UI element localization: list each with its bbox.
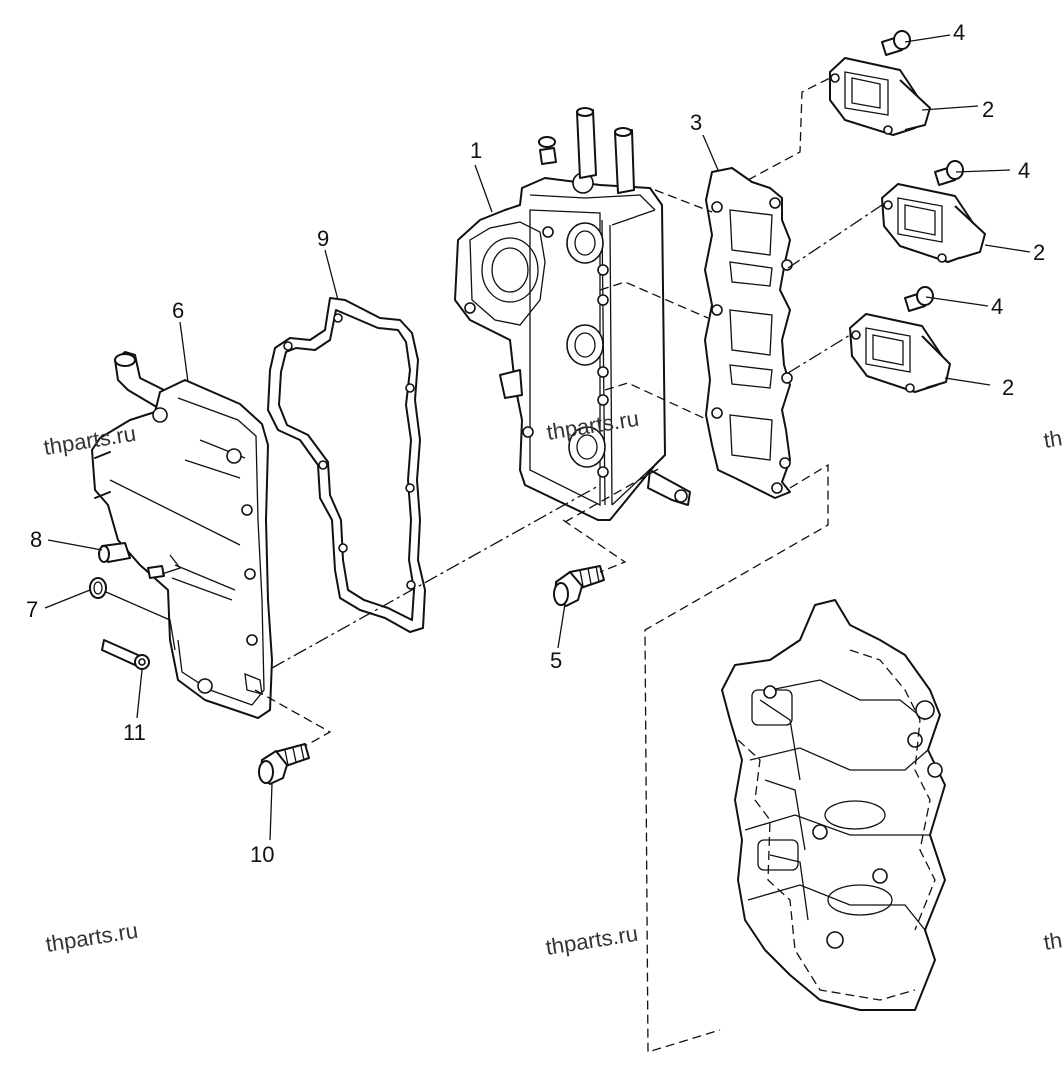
label-part-1: 1 [470, 138, 482, 163]
cylinder-head [454, 107, 691, 521]
watermark-6: th [1042, 927, 1062, 955]
label-part-4-top: 4 [953, 20, 965, 45]
screw-4-bottom [904, 286, 934, 312]
watermark-4: thparts.ru [544, 921, 640, 960]
leader-lines [44, 34, 1031, 841]
label-part-8: 8 [30, 527, 42, 552]
plug-8 [98, 542, 165, 579]
reed-valve-bottom [849, 313, 951, 393]
label-part-3: 3 [690, 110, 702, 135]
label-part-11: 11 [123, 720, 146, 745]
label-part-2-middle: 2 [1033, 240, 1045, 265]
cover-gasket [267, 297, 426, 633]
assembly-lines [254, 77, 883, 1053]
screw-4-top [881, 30, 911, 56]
label-part-10: 10 [250, 842, 274, 867]
watermark-3: thparts.ru [44, 918, 140, 957]
label-part-2-bottom: 2 [1002, 375, 1014, 400]
label-part-6: 6 [172, 298, 184, 323]
exhaust-cover [91, 351, 273, 719]
screw-4-middle [934, 160, 964, 186]
label-part-9: 9 [317, 226, 329, 251]
sensor-11 [101, 639, 150, 670]
part-labels: 1 2 2 2 3 4 4 4 5 6 7 8 9 10 11 [26, 20, 1045, 867]
label-part-7: 7 [26, 597, 38, 622]
reed-valve-middle [881, 183, 986, 263]
bolt-5 [553, 565, 605, 607]
label-part-4-middle: 4 [1018, 158, 1030, 183]
intake-gasket [704, 167, 793, 499]
label-part-5: 5 [550, 648, 562, 673]
reed-valve-top [829, 57, 931, 136]
o-ring-7 [89, 577, 107, 599]
watermark-5: th [1042, 425, 1062, 453]
cylinder-block [721, 599, 946, 1011]
label-part-2-top: 2 [982, 97, 994, 122]
bolt-10 [258, 743, 310, 785]
label-part-4-bottom: 4 [991, 294, 1003, 319]
